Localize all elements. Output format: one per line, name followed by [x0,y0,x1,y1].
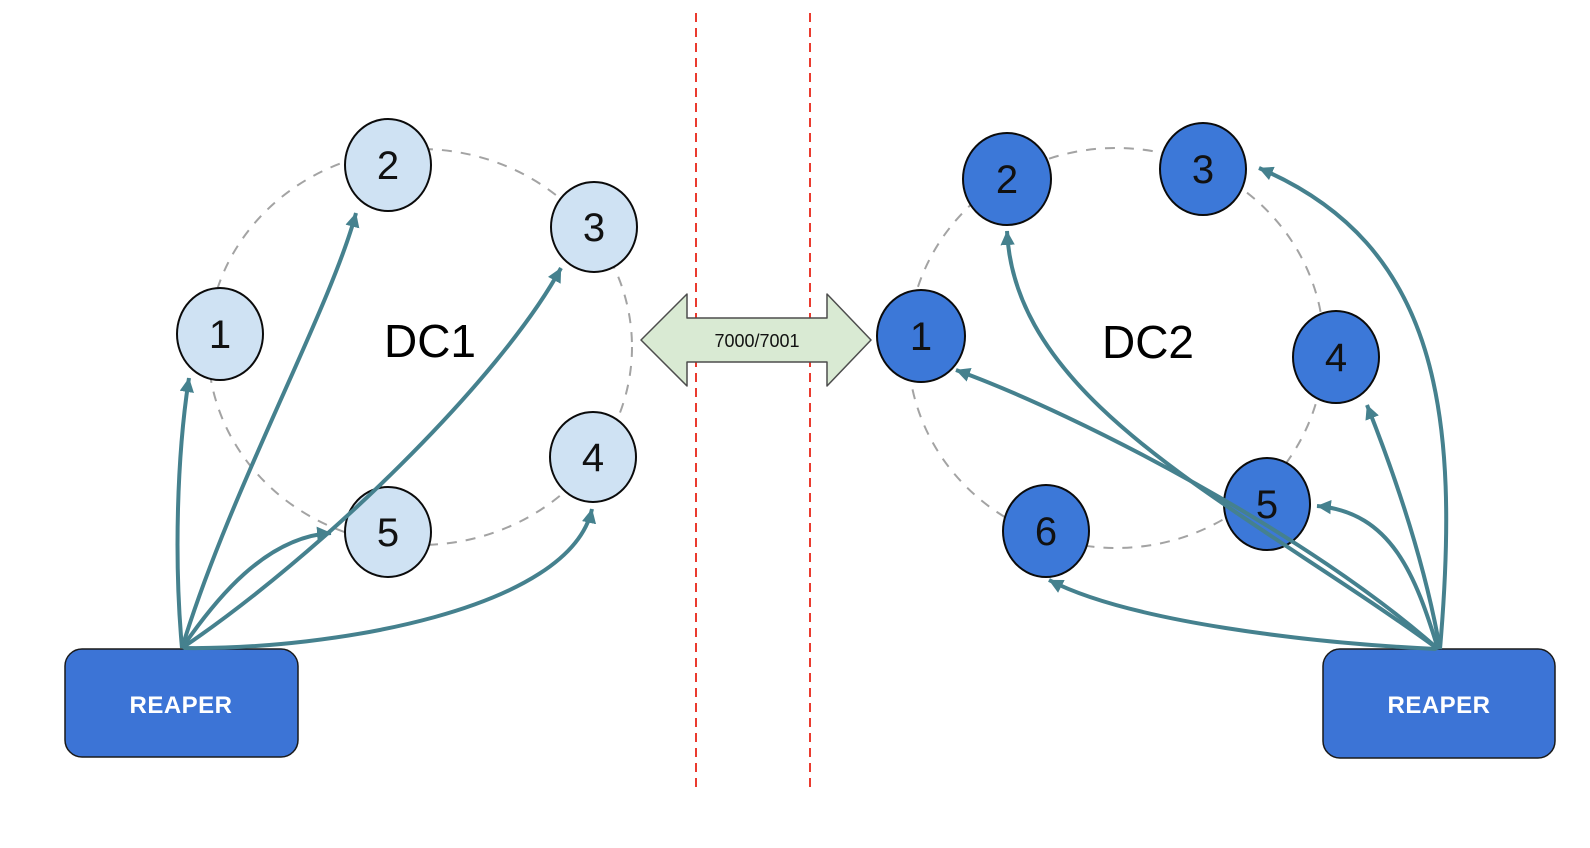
dc2-node-3 [1159,122,1247,216]
dc1-node-5-label: 5 [377,511,399,555]
dc2-node-1-label: 1 [910,315,932,359]
dc2-node-2 [962,132,1052,226]
dc1-node-4 [549,411,637,503]
dc-link: 7000/7001 [640,293,872,387]
arrow-right-reaper-to-node3 [1258,166,1449,650]
arrow-left-reaper-to-node3 [180,267,563,650]
dc2-node-6-label: 6 [1035,510,1057,554]
dc1-node-3-label: 3 [583,206,605,250]
arrow-right-reaper-to-node4 [1365,404,1442,650]
dc1-node-5 [344,486,432,578]
dc2-reaper-arrows [955,166,1449,651]
dc2-node-5-label: 5 [1256,483,1278,527]
dc1-reaper-arrows [175,212,597,651]
dc2-node-4 [1292,310,1380,404]
dc2-node-group: 1 2 3 4 5 6 [876,122,1380,578]
arrow-left-reaper-to-node1 [175,377,194,649]
reaper-right-label: REAPER [1387,692,1490,719]
arrow-right-reaper-to-node2 [1000,230,1440,651]
dc1-node-2-label: 2 [377,144,399,188]
arrow-left-reaper-to-node4 [183,508,597,651]
dc-link-label: 7000/7001 [714,331,799,351]
dc1-node-group: 1 2 3 4 5 [176,118,638,578]
reaper-left-label: REAPER [129,692,232,719]
dc2-node-1 [876,289,966,383]
arrow-right-reaper-to-node5 [1316,499,1440,650]
arrow-right-reaper-to-node6 [1048,578,1437,651]
dc2-node-2-label: 2 [996,158,1018,202]
dc2-node-6 [1002,484,1090,578]
dc1-node-1-label: 1 [209,313,231,357]
dc1-node-1 [176,287,264,381]
dc1-node-4-label: 4 [582,436,604,480]
dc-link-arrow [640,293,872,387]
dc1-ring [207,148,633,546]
dc2-node-4-label: 4 [1325,336,1347,380]
dc2-label: DC2 [1102,316,1194,368]
reaper-left-box [64,648,299,758]
dc1-label: DC1 [384,315,476,367]
dc2-node-3-label: 3 [1192,148,1214,192]
arrow-left-reaper-to-node2 [180,212,360,649]
dc1-node-2 [344,118,432,212]
dc1-node-3 [550,181,638,273]
arrow-left-reaper-to-node5 [180,526,332,650]
